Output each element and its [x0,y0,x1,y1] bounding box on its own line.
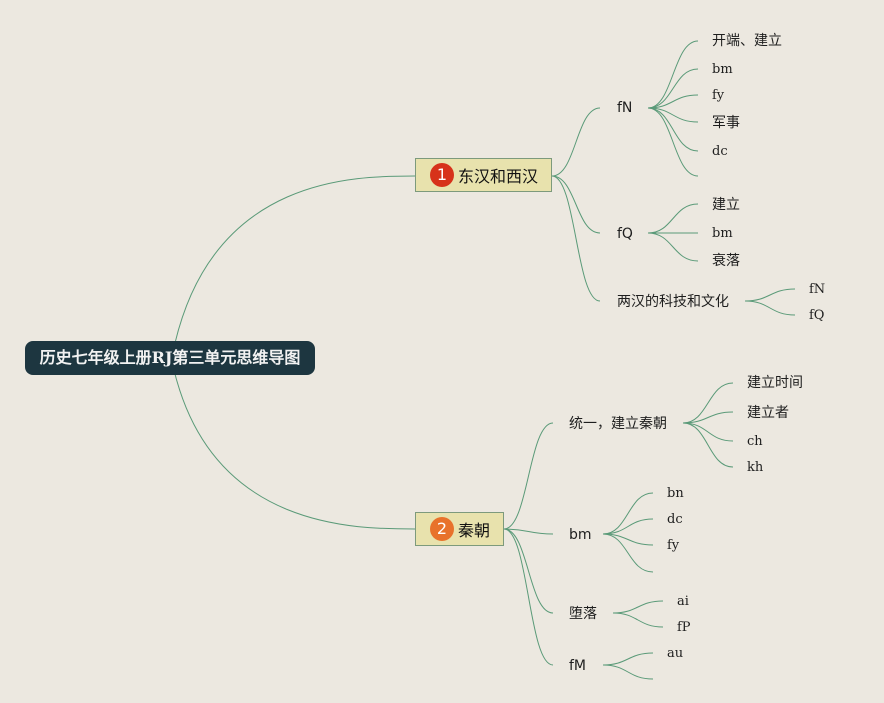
connector-line [682,422,734,468]
leaf-node[interactable]: fQ [809,308,825,323]
leaf-node[interactable]: bm [712,62,733,77]
leaf-node[interactable]: bm [712,226,733,241]
connector-line [647,40,699,109]
leaf-node[interactable]: dc [667,512,683,527]
subtopic-node[interactable]: bm [569,527,592,543]
subtopic-node[interactable]: 两汉的科技和文化 [617,294,729,310]
leaf-node[interactable]: fy [712,88,725,103]
connector-line [174,373,416,530]
leaf-node[interactable]: 建立时间 [747,375,803,391]
connector-line [602,518,654,535]
connector-line [602,652,654,666]
leaf-node[interactable]: fy [667,538,680,553]
connector-line [174,175,416,344]
connector-line [647,232,699,262]
leaf-node[interactable]: 军事 [712,115,740,131]
connector-line [682,422,734,442]
leaf-node[interactable]: dc [712,144,728,159]
connector-line [647,68,699,109]
connector-line [602,492,654,535]
branch-node-2[interactable]: 2 秦朝 [415,512,504,546]
subtopic-node[interactable]: fN [617,100,633,116]
leaf-node[interactable]: 建立 [712,197,740,213]
branch-label: 东汉和西汉 [458,167,539,186]
leaf-node[interactable]: 建立者 [747,405,789,421]
connector-line [602,664,654,680]
connector-line [682,382,734,424]
connector-line [602,533,654,573]
connector-line [647,94,699,109]
subtopic-node[interactable]: fQ [617,226,633,242]
leaf-node[interactable]: 衰落 [712,253,740,269]
connector-line [551,107,601,177]
subtopic-node[interactable]: 堕落 [569,606,597,622]
branch-node-1[interactable]: 1 东汉和西汉 [415,158,552,192]
connector-line [612,600,664,614]
root-node[interactable]: 历史七年级上册RJ第三单元思维导图 [25,341,315,375]
leaf-node[interactable]: fP [677,620,691,635]
leaf-node[interactable]: ch [747,434,763,449]
connector-line [647,107,699,177]
connector-line [647,107,699,152]
connector-line [503,528,554,666]
connector-line [612,612,664,628]
leaf-node[interactable]: kh [747,460,764,475]
connector-line [682,411,734,424]
leaf-node[interactable]: ai [677,594,689,609]
connector-line [647,203,699,234]
connector-line [503,422,554,530]
connector-line [551,175,601,302]
connector-line [744,300,796,316]
leaf-node[interactable]: fN [809,282,826,297]
leaf-node[interactable]: bn [667,486,684,501]
connector-line [744,288,796,302]
leaf-node[interactable]: au [667,646,684,661]
connector-line [503,528,554,614]
number-badge-icon: 1 [430,163,454,187]
leaf-node[interactable]: 开端、建立 [712,33,782,49]
number-badge-icon: 2 [430,517,454,541]
connector-line [551,175,601,234]
branch-label: 秦朝 [458,521,491,540]
connector-line [503,528,554,535]
subtopic-node[interactable]: fM [569,658,587,674]
subtopic-node[interactable]: 统一，建立秦朝 [569,416,667,432]
